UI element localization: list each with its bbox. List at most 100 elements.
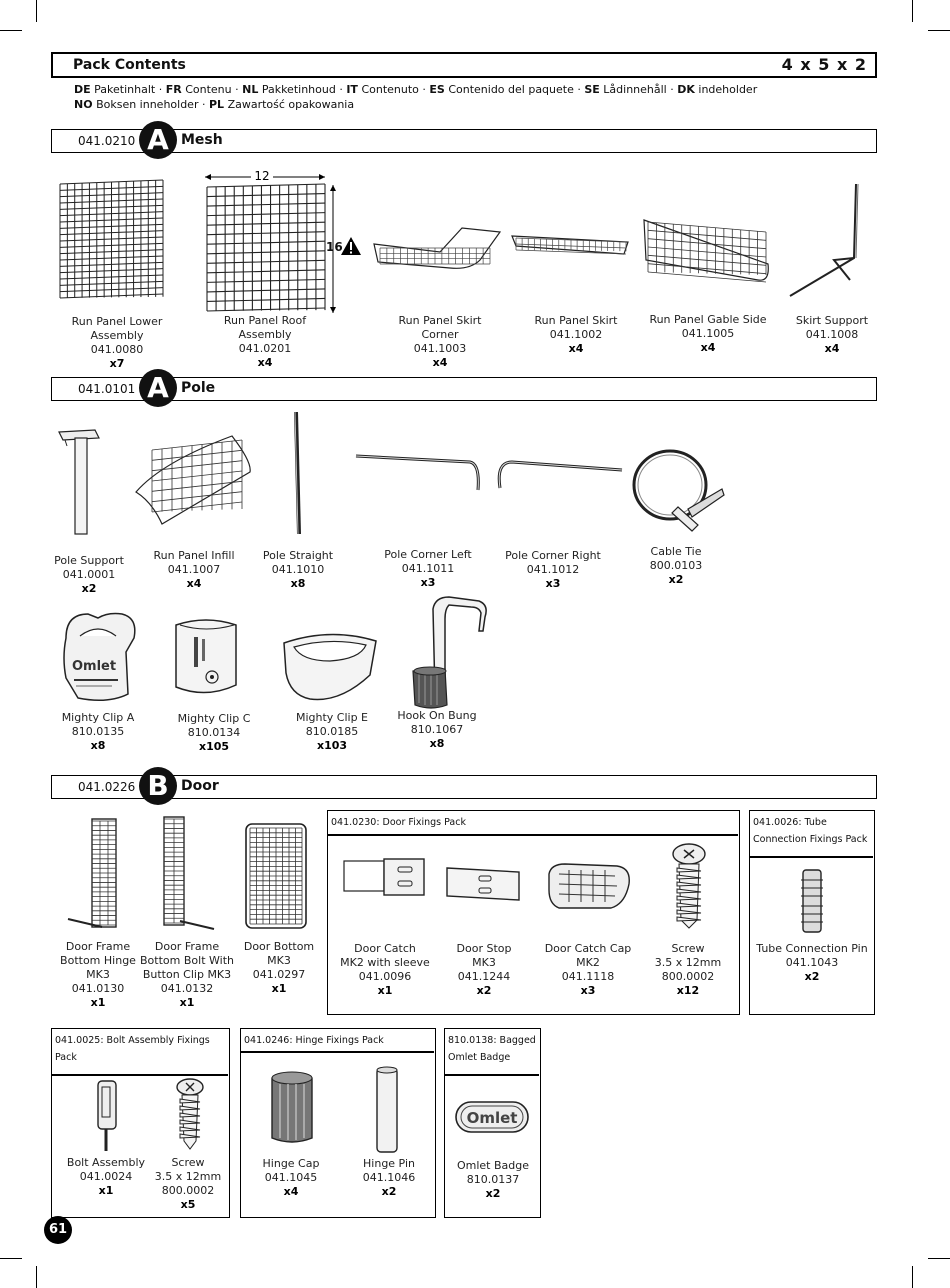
part-caption-line: 041.0096 (358, 970, 412, 983)
part-caption-line: 041.0001 (62, 568, 116, 581)
pack-header-line-2: Pack (55, 1052, 77, 1063)
part-caption-line: 810.0135 (71, 725, 125, 738)
mesh-line (59, 261, 164, 267)
translation-text: Contenu (185, 83, 232, 96)
part-quantity: x8 (90, 739, 106, 752)
screw-thread (179, 1105, 201, 1111)
pack-contents-header: Pack Contents 4 x 5 x 2 (51, 52, 877, 78)
part-caption-line: Run Panel Infill (153, 549, 235, 562)
part-caption-line: Hook On Bung (397, 709, 477, 722)
door-bottom-image (245, 823, 307, 929)
pack-header-line-1: 810.0138: Bagged (448, 1035, 536, 1046)
section-letter-badge: A (139, 121, 177, 159)
part-caption-line: Mighty Clip A (61, 711, 135, 724)
part-caption-line: 810.0185 (305, 725, 359, 738)
part-caption-line: 810.0134 (187, 726, 241, 739)
part-quantity: x2 (81, 582, 97, 595)
part-caption-line: 041.0201 (238, 342, 292, 355)
part-quantity: x1 (98, 1184, 114, 1197)
screw-image (176, 1078, 204, 1150)
part-caption-line: Screw (671, 942, 705, 955)
part-caption-line: Run Panel Roof (223, 314, 307, 327)
mesh-line (206, 269, 326, 274)
part-quantity: x1 (271, 982, 287, 995)
part-caption-line: Run Panel Skirt Corner (398, 314, 482, 341)
part-caption-line: 800.0002 (161, 1184, 215, 1197)
door-fixings-pack: 041.0230: Door Fixings Pack (327, 810, 740, 1015)
part-caption-line: 041.1118 (561, 970, 615, 983)
part-caption-line: 041.1045 (264, 1171, 318, 1184)
part-caption-line: 041.0024 (79, 1170, 133, 1183)
door-catch-cap-image (548, 863, 630, 909)
mesh-line (647, 254, 767, 266)
part-caption-line: Pole Corner Right (505, 549, 601, 562)
screw-thread (179, 1098, 201, 1104)
part-caption-line: Door Frame (65, 940, 131, 953)
page-number: 61 (44, 1216, 72, 1244)
mesh-line (59, 223, 164, 229)
part-quantity: x105 (198, 740, 230, 753)
mesh-line (151, 491, 243, 503)
mesh-line (206, 288, 326, 293)
mesh-line (59, 179, 164, 185)
bolt-assembly-image (97, 1080, 117, 1151)
crop-mark (928, 30, 950, 31)
mesh-line (59, 255, 164, 261)
skirt-support-image (789, 183, 859, 297)
mesh-line (515, 249, 627, 255)
translation-text: Contenuto (361, 83, 419, 96)
part-caption-line: Hinge Pin (363, 1157, 415, 1170)
mighty-clip-c-image (175, 619, 237, 694)
part-caption-line: 041.0080 (90, 343, 144, 356)
mesh-line (151, 470, 243, 482)
section-code: 041.0101 (78, 382, 136, 396)
crop-mark (912, 0, 913, 22)
part-quantity: x7 (109, 357, 125, 370)
crop-mark (928, 1258, 950, 1259)
part-caption-line: 3.5 x 12mm (654, 956, 722, 969)
run-panel-roof-image: 12 (205, 169, 336, 313)
part-quantity: x8 (429, 737, 445, 750)
screw-thread (676, 909, 702, 915)
part-caption-line: Pole Straight (262, 549, 334, 562)
mesh-line (515, 243, 627, 249)
mesh-line (59, 236, 164, 242)
mesh-line (515, 237, 627, 243)
part-quantity: x3 (580, 984, 596, 997)
pack-header-line-1: 041.0026: Tube (753, 817, 827, 828)
language-code: DK (677, 83, 695, 96)
mesh-line (151, 501, 243, 513)
screw-thread (676, 874, 702, 880)
translation-text: Boksen inneholder (96, 98, 199, 111)
language-code: IT (346, 83, 358, 96)
mesh-line (151, 439, 243, 451)
mesh-line (647, 238, 767, 250)
clip-logo: Omlet (72, 659, 116, 674)
screw-thread (676, 895, 702, 901)
mesh-line (59, 192, 164, 198)
screw-thread (676, 881, 702, 887)
page-title: Pack Contents (73, 57, 186, 73)
language-code: DE (74, 83, 91, 96)
mesh-line (206, 250, 326, 255)
part-caption-line: Door Frame (154, 940, 220, 953)
part-caption-line: 800.0002 (661, 970, 715, 983)
mesh-line (206, 259, 326, 264)
mesh-line (151, 449, 243, 461)
part-caption-line: MK3 (472, 956, 496, 969)
section-name: Door (181, 778, 219, 794)
mesh-line (206, 278, 326, 283)
part-quantity: x1 (377, 984, 393, 997)
